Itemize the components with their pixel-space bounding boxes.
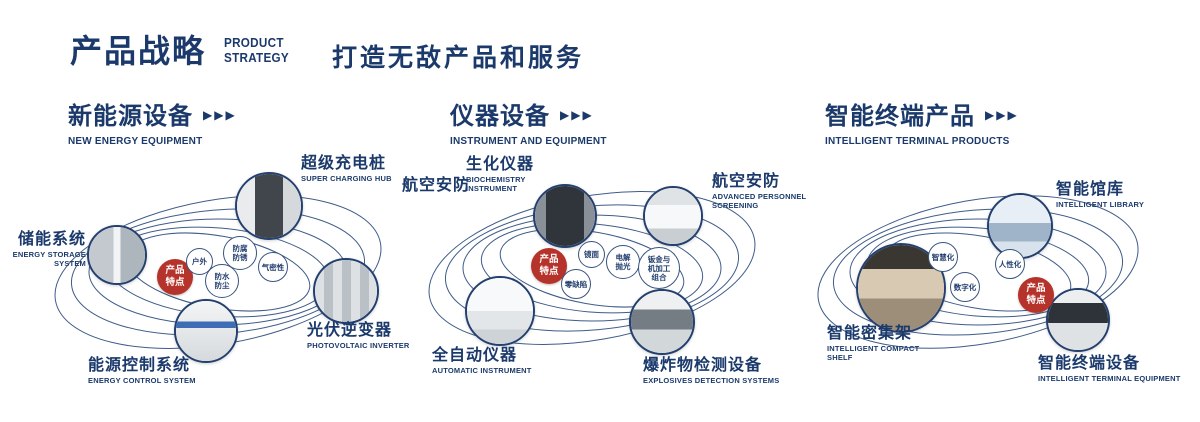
product-name: 航空安防 <box>402 177 471 194</box>
feature-label: 气密性 <box>261 262 285 272</box>
badge-label: 产品特点 <box>165 265 185 288</box>
product-name: 智能密集架 <box>827 325 913 342</box>
section-title: 智能终端产品 <box>825 103 975 130</box>
feature-bubble-humanization: 人性化 <box>995 249 1025 279</box>
product-name: 光伏逆变器 <box>307 322 393 339</box>
product-name: 超级充电桩 <box>301 155 387 172</box>
biochemistry-instrument-photo <box>535 186 595 246</box>
section-subtitle: NEW ENERGY EQUIPMENT <box>68 136 203 147</box>
feature-label: 电解抛光 <box>615 253 631 271</box>
feature-label: 防腐防锈 <box>232 244 248 262</box>
product-name: 航空安防 <box>712 173 781 190</box>
page-title-en-line1: PRODUCT <box>224 35 284 50</box>
product-name-en: ADVANCED PERSONNEL SCREENING <box>712 192 807 211</box>
page-title-en-line2: STRATEGY <box>224 49 289 65</box>
explosives-detection-photo <box>631 291 693 353</box>
photovoltaic-inverter-photo <box>315 260 377 322</box>
product-name: 智能馆库 <box>1056 181 1125 198</box>
feature-label: 智慧化 <box>931 252 955 262</box>
badge-product-features: 产品特点 <box>531 248 567 284</box>
feature-bubble-waterproof: 防水防尘 <box>205 264 239 298</box>
product-name-en: AUTOMATIC INSTRUMENT <box>432 366 532 376</box>
energy-control-system-photo <box>176 301 236 361</box>
personnel-screening-photo <box>645 188 701 244</box>
feature-label: 人性化 <box>998 259 1022 269</box>
product-name: 储能系统 <box>17 231 86 248</box>
product-name: 生化仪器 <box>466 156 535 173</box>
energy-storage-photo <box>89 227 145 283</box>
super-charging-hub-photo <box>237 174 301 238</box>
feature-bubble-airtight: 气密性 <box>258 252 288 282</box>
feature-bubble-zero-defect: 零缺陷 <box>561 269 591 299</box>
node-explosives-detection <box>629 289 695 355</box>
label-personnel-screening: 航空安防 ADVANCED PERSONNEL SCREENING <box>712 173 824 211</box>
section-header-new-energy: 新能源设备 ▶▶▶ NEW ENERGY EQUIPMENT <box>68 96 237 147</box>
node-intelligent-library <box>987 193 1053 259</box>
product-name-en: EXPLOSIVES DETECTION SYSTEMS <box>643 376 780 386</box>
automatic-instrument-photo <box>467 278 533 344</box>
triple-arrow-icon: ▶▶▶ <box>203 108 237 122</box>
product-name-en: BIOCHEMISTRY INSTRUMENT <box>466 175 526 194</box>
label-super-charging-hub: 超级充电桩 SUPER CHARGING HUB <box>301 155 421 184</box>
label-aviation-security: 航空安防 <box>402 177 482 195</box>
product-name-en: SUPER CHARGING HUB <box>301 174 392 184</box>
feature-bubble-mirror-finish: 镜面 <box>578 241 605 268</box>
node-intelligent-terminal-equipment <box>1046 288 1110 352</box>
feature-label: 户外 <box>192 257 207 266</box>
section-title: 仪器设备 <box>450 103 550 130</box>
label-energy-storage: 储能系统 ENERGY STORAGE SYSTEM <box>2 231 86 269</box>
feature-bubble-electropolishing: 电解抛光 <box>606 245 640 279</box>
label-intelligent-library: 智能馆库 INTELLIGENT LIBRARY <box>1056 181 1168 210</box>
triple-arrow-icon: ▶▶▶ <box>560 108 594 122</box>
intelligent-library-photo <box>989 195 1051 257</box>
product-name-en: INTELLIGENT COMPACT SHELF <box>827 344 920 363</box>
feature-bubble-sheet-metal-machining: 钣金与机加工组合 <box>638 247 680 289</box>
label-intelligent-terminal-equipment: 智能终端设备 INTELLIGENT TERMINAL EQUIPMENT <box>1038 355 1193 384</box>
feature-bubble-digitalization: 数字化 <box>950 272 980 302</box>
node-energy-storage <box>87 225 147 285</box>
feature-label: 防水防尘 <box>214 272 230 290</box>
product-name-en: ENERGY STORAGE SYSTEM <box>12 250 86 269</box>
product-name-en: INTELLIGENT TERMINAL EQUIPMENT <box>1038 374 1181 384</box>
feature-bubble-anticorrosion: 防腐防锈 <box>223 236 257 270</box>
feature-label: 数字化 <box>953 282 977 292</box>
page-title-en: PRODUCT STRATEGY <box>224 35 289 65</box>
badge-product-features: 产品特点 <box>1018 277 1054 313</box>
feature-bubble-intelligence: 智慧化 <box>928 242 958 272</box>
node-energy-control-system <box>174 299 238 363</box>
product-name: 智能终端设备 <box>1038 355 1141 372</box>
product-name: 爆炸物检测设备 <box>643 357 763 374</box>
section-subtitle: INSTRUMENT AND EQUIPMENT <box>450 136 607 147</box>
product-name-en: INTELLIGENT LIBRARY <box>1056 200 1145 210</box>
section-header-intelligent: 智能终端产品 ▶▶▶ INTELLIGENT TERMINAL PRODUCTS <box>825 96 1019 147</box>
product-name: 全自动仪器 <box>432 347 518 364</box>
triple-arrow-icon: ▶▶▶ <box>985 108 1019 122</box>
badge-label: 产品特点 <box>539 254 559 277</box>
node-super-charging-hub <box>235 172 303 240</box>
section-title: 新能源设备 <box>68 103 193 130</box>
label-biochemistry-instrument: 生化仪器 BIOCHEMISTRY INSTRUMENT <box>466 156 566 194</box>
label-intelligent-compact-shelf: 智能密集架 INTELLIGENT COMPACT SHELF <box>827 325 939 363</box>
product-name-en: PHOTOVOLTAIC INVERTER <box>307 341 410 351</box>
feature-label: 镜面 <box>584 250 599 259</box>
badge-label: 产品特点 <box>1026 283 1046 306</box>
node-personnel-screening <box>643 186 703 246</box>
label-energy-control-system: 能源控制系统 ENERGY CONTROL SYSTEM <box>88 357 233 386</box>
section-subtitle: INTELLIGENT TERMINAL PRODUCTS <box>825 136 1010 147</box>
label-automatic-instrument: 全自动仪器 AUTOMATIC INSTRUMENT <box>432 347 557 376</box>
feature-label: 钣金与机加工组合 <box>647 254 671 282</box>
node-photovoltaic-inverter <box>313 258 379 324</box>
node-biochemistry-instrument <box>533 184 597 248</box>
feature-label: 零缺陷 <box>564 279 588 289</box>
node-automatic-instrument <box>465 276 535 346</box>
product-name: 能源控制系统 <box>88 357 191 374</box>
page-title: 产品战略 <box>70 33 207 69</box>
intelligent-terminal-equipment-photo <box>1048 290 1108 350</box>
product-name-en: ENERGY CONTROL SYSTEM <box>88 376 196 386</box>
page-tagline: 打造无敌产品和服务 <box>332 44 585 72</box>
label-photovoltaic-inverter: 光伏逆变器 PHOTOVOLTAIC INVERTER <box>307 322 427 351</box>
label-explosives-detection: 爆炸物检测设备 EXPLOSIVES DETECTION SYSTEMS <box>643 357 788 386</box>
section-header-instruments: 仪器设备 ▶▶▶ INSTRUMENT AND EQUIPMENT <box>450 96 607 147</box>
